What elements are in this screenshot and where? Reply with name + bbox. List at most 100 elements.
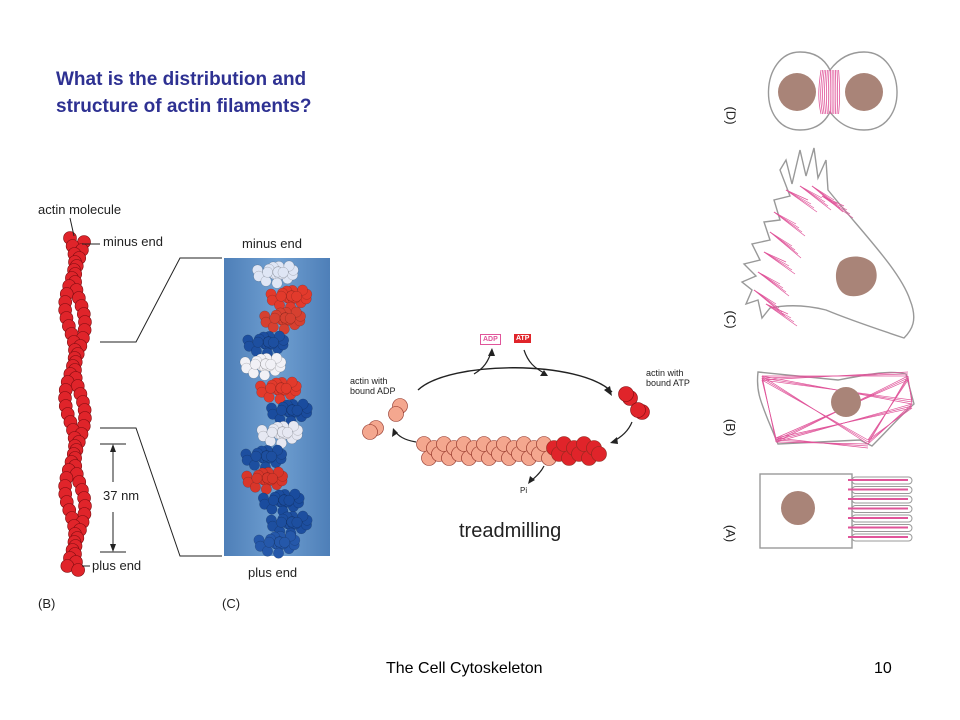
model-atom-sphere: [248, 367, 260, 379]
contractile-ring: [818, 69, 841, 115]
stress-fibre: [775, 407, 913, 439]
treadmill-filament: [362, 386, 650, 466]
migrating-cell-outline: [740, 147, 915, 339]
stress-fibre: [761, 371, 909, 381]
arrowhead-down: [110, 544, 116, 552]
model-atom-sphere: [260, 275, 272, 287]
stress-fibre: [907, 379, 913, 401]
model-atom-sphere: [283, 494, 295, 506]
lamellipodium-actin: [753, 185, 854, 327]
model-atom-sphere: [252, 336, 264, 348]
actin-subunit-bead: [71, 563, 85, 577]
lamellipodium-filament: [821, 195, 854, 219]
ring-filament: [820, 69, 823, 115]
stress-fibre: [867, 379, 909, 441]
panel-letter-b-cells: (B): [723, 418, 739, 437]
model-atom-sphere: [251, 472, 263, 484]
model-atom-sphere: [265, 435, 276, 447]
arrowhead-up: [110, 444, 116, 452]
model-atom-sphere: [266, 503, 278, 515]
nucleus-stress-fibre-cell: [831, 387, 861, 417]
lamellipodium-filament: [785, 189, 818, 213]
model-atom-sphere: [262, 545, 273, 557]
left-release-arrow: [393, 429, 417, 443]
label-actin-bound-atp: actin with bound ATP: [646, 368, 690, 388]
arrowhead-atp: [540, 370, 548, 376]
arrowhead-top-arc: [604, 386, 612, 396]
label-actin-bound-atp-line2: bound ATP: [646, 378, 690, 388]
adp-tag: ADP: [480, 334, 501, 345]
model-atom-sphere: [268, 494, 279, 506]
actin-molecule-pointer: [69, 217, 75, 237]
cell-panel-b: [756, 371, 915, 449]
arrowhead-pi: [528, 476, 535, 484]
model-atom-sphere: [280, 382, 292, 394]
nucleus-right: [845, 73, 883, 111]
microvilli: [848, 476, 913, 542]
label-minus-end-c: minus end: [242, 236, 302, 251]
ring-filament: [825, 69, 828, 115]
ring-filament: [818, 69, 822, 115]
model-atom-sphere: [267, 472, 278, 484]
label-plus-end-c: plus end: [248, 565, 298, 580]
ring-filament: [824, 69, 827, 115]
panel-letter-b: (B): [38, 596, 56, 611]
arrowhead-right-join: [610, 437, 618, 444]
panel-letter-c: (C): [222, 596, 241, 611]
treadmill-top-arc: [417, 367, 613, 393]
lamellipodium-filament: [773, 211, 806, 237]
lamellipodium-filament: [757, 271, 790, 297]
label-actin-bound-adp: actin with bound ADP: [350, 376, 396, 396]
model-atom-sphere: [284, 312, 296, 324]
panel-letter-d: (D): [723, 106, 739, 125]
model-atom-sphere: [266, 426, 278, 438]
model-atom-sphere: [249, 481, 261, 493]
model-atom-sphere: [279, 536, 291, 548]
model-atom-sphere: [265, 382, 277, 394]
model-atom-sphere: [277, 266, 289, 278]
zoom-connector-top: [100, 257, 222, 343]
nucleus-epithelial-cell: [781, 491, 815, 525]
zoom-connector-bottom: [100, 427, 222, 557]
model-atom-sphere: [269, 312, 281, 324]
model-atom-sphere: [267, 321, 279, 333]
released-adp-actin: [388, 406, 404, 422]
stress-fibre: [867, 407, 913, 441]
label-actin-bound-adp-line2: bound ADP: [350, 386, 396, 396]
treadmill-subunit: [591, 446, 607, 462]
model-atom-sphere: [265, 358, 277, 370]
stress-fibre: [761, 379, 869, 441]
ring-filament: [836, 69, 839, 115]
title-line-1: What is the distribution and: [56, 69, 307, 90]
atp-tag: ATP: [514, 334, 532, 343]
model-atom-sphere: [259, 369, 271, 381]
label-plus-end-b: plus end: [92, 558, 142, 573]
model-atom-sphere: [262, 266, 274, 278]
model-atom-sphere: [275, 516, 287, 528]
stress-fibres: [761, 371, 913, 449]
panel-letter-a-cells: (A): [723, 524, 739, 543]
footer-text: The Cell Cytoskeleton: [386, 660, 543, 677]
treadmilling-caption: treadmilling: [459, 520, 562, 542]
cell-panel-d: [767, 51, 898, 131]
actin-filament-bead-chain: [58, 231, 92, 577]
incoming-atp-actin: [630, 402, 646, 418]
label-37nm: 37 nm: [103, 488, 140, 503]
model-atom-sphere: [263, 391, 275, 403]
arrowhead-adp: [488, 348, 495, 356]
model-atom-sphere: [250, 450, 262, 462]
model-atom-sphere: [263, 536, 275, 548]
model-atom-sphere: [273, 547, 284, 559]
label-minus-end-b: minus end: [103, 234, 163, 249]
ring-filament: [838, 69, 841, 115]
lamellipodium-filament: [763, 251, 796, 275]
page-number: 10: [874, 660, 892, 677]
ring-filament: [822, 69, 825, 115]
lamellipodium-filament: [769, 231, 802, 259]
panel-letter-c-cells: (C): [723, 310, 739, 329]
stress-fibre: [775, 437, 869, 449]
lamellipodium-filament: [799, 185, 832, 211]
label-actin-bound-adp-line1: actin with: [350, 376, 388, 386]
model-atom-sphere: [276, 404, 288, 416]
